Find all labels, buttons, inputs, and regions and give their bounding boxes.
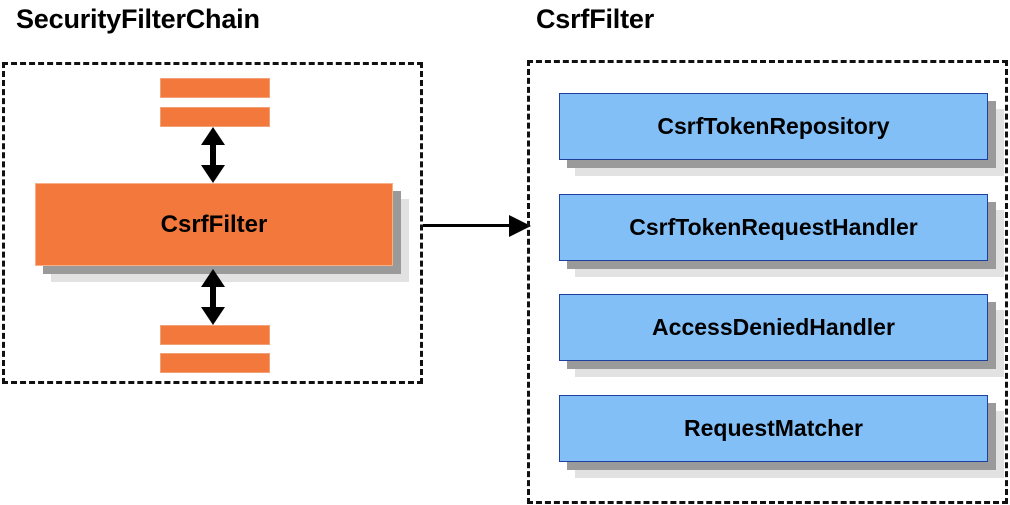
connector-arrow-down <box>201 269 225 325</box>
node-request-matcher[interactable]: RequestMatcher <box>559 395 1004 478</box>
node-face: CsrfFilter <box>35 183 393 266</box>
node-csrf-filter[interactable]: CsrfFilter <box>35 183 409 282</box>
filter-bar-bottom-2 <box>160 353 270 373</box>
node-label: CsrfFilter <box>160 210 268 238</box>
node-face: AccessDeniedHandler <box>559 294 988 361</box>
arrow-head-up <box>201 127 225 145</box>
connector-chain-to-csrf <box>423 215 531 237</box>
panel-title-csrf-filter: CsrfFilter <box>536 4 655 34</box>
arrow-shaft <box>423 224 515 227</box>
node-access-denied-handler[interactable]: AccessDeniedHandler <box>559 294 1004 377</box>
node-csrf-token-repository[interactable]: CsrfTokenRepository <box>559 93 1004 176</box>
arrow-head-down <box>201 307 225 325</box>
arrow-head-down <box>201 165 225 183</box>
node-face: RequestMatcher <box>559 395 988 462</box>
arrow-head-right <box>509 215 531 237</box>
node-label: CsrfTokenRepository <box>657 113 890 139</box>
filter-bar-top-2 <box>160 107 270 127</box>
filter-bar-top-1 <box>160 78 270 98</box>
node-face: CsrfTokenRequestHandler <box>559 194 988 261</box>
node-label: RequestMatcher <box>684 415 863 441</box>
arrow-shaft <box>210 279 216 315</box>
panel-boundary-security-filter-chain <box>2 62 423 384</box>
arrow-head-up <box>201 269 225 287</box>
arrow-shaft <box>210 137 216 173</box>
node-label: AccessDeniedHandler <box>652 314 895 340</box>
connector-arrow-up <box>201 127 225 183</box>
node-csrf-token-request-handler[interactable]: CsrfTokenRequestHandler <box>559 194 1004 277</box>
node-face: CsrfTokenRepository <box>559 93 988 160</box>
panel-boundary-csrf-filter <box>527 60 1008 504</box>
node-label: CsrfTokenRequestHandler <box>629 214 918 240</box>
panel-title-security-filter-chain: SecurityFilterChain <box>16 4 260 34</box>
filter-bar-bottom-1 <box>160 325 270 345</box>
